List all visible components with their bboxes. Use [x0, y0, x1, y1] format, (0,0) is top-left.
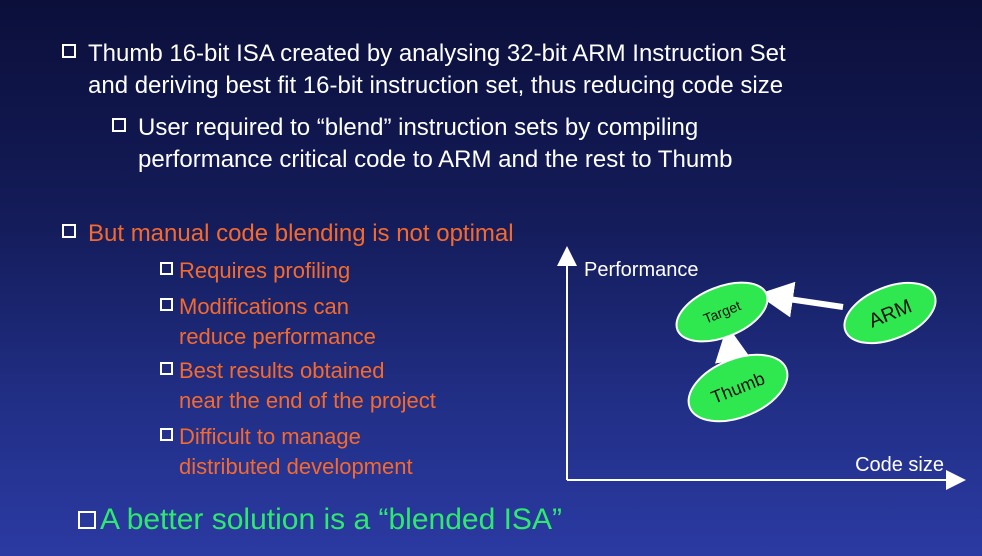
- checkbox-bullet-icon: [160, 298, 173, 311]
- checkbox-bullet-icon: [160, 428, 173, 441]
- bullet-text-line: Difficult to manage: [179, 424, 361, 449]
- bullet-text-line: Thumb 16-bit ISA created by analysing 32…: [88, 40, 786, 67]
- bullet-text-line: Modifications can: [179, 294, 349, 319]
- bullet-text-line: and deriving best fit 16-bit instruction…: [88, 72, 784, 99]
- sub-bullet-best-results: Best results obtained near the end of th…: [160, 356, 436, 416]
- sub-bullet-distributed: Difficult to manage distributed developm…: [160, 422, 413, 482]
- checkbox-bullet-icon: [160, 362, 173, 375]
- bullet-text-line: distributed development: [179, 454, 413, 479]
- bullet-text-line: But manual code blending is not optimal: [88, 220, 514, 247]
- thumb-node: Thumb: [687, 353, 789, 423]
- arm-to-target-arrow: [757, 281, 844, 318]
- checkbox-bullet-icon: [112, 118, 126, 132]
- bullet-blended-isa: A better solution is a “blended ISA”: [78, 502, 562, 538]
- target-node: Target: [675, 281, 769, 343]
- checkbox-bullet-icon: [62, 44, 76, 58]
- bullet-thumb-isa: Thumb 16-bit ISA created by analysing 32…: [62, 38, 786, 102]
- checkbox-bullet-icon: [160, 262, 173, 275]
- y-axis-label: Performance: [584, 259, 699, 281]
- sub-bullet-modifications: Modifications can reduce performance: [160, 292, 376, 352]
- sub-bullet-profiling: Requires profiling: [160, 256, 350, 286]
- bullet-text-line: reduce performance: [179, 324, 376, 349]
- bullet-text-line: performance critical code to ARM and the…: [138, 146, 733, 173]
- bullet-text-line: User required to “blend” instruction set…: [138, 114, 699, 141]
- bullet-text-line: near the end of the project: [179, 388, 436, 413]
- bullet-text-line: Requires profiling: [179, 258, 351, 283]
- bullet-user-blend: User required to “blend” instruction set…: [112, 112, 733, 176]
- arm-node: ARM: [843, 281, 937, 345]
- bullet-text-line: Best results obtained: [179, 358, 385, 383]
- checkbox-bullet-icon: [62, 224, 76, 238]
- x-axis-label: Code size: [855, 454, 944, 476]
- bullet-manual-blending: But manual code blending is not optimal: [62, 218, 514, 250]
- checkbox-bullet-icon: [78, 511, 96, 529]
- bullet-text-line: A better solution is a “blended ISA”: [100, 503, 562, 536]
